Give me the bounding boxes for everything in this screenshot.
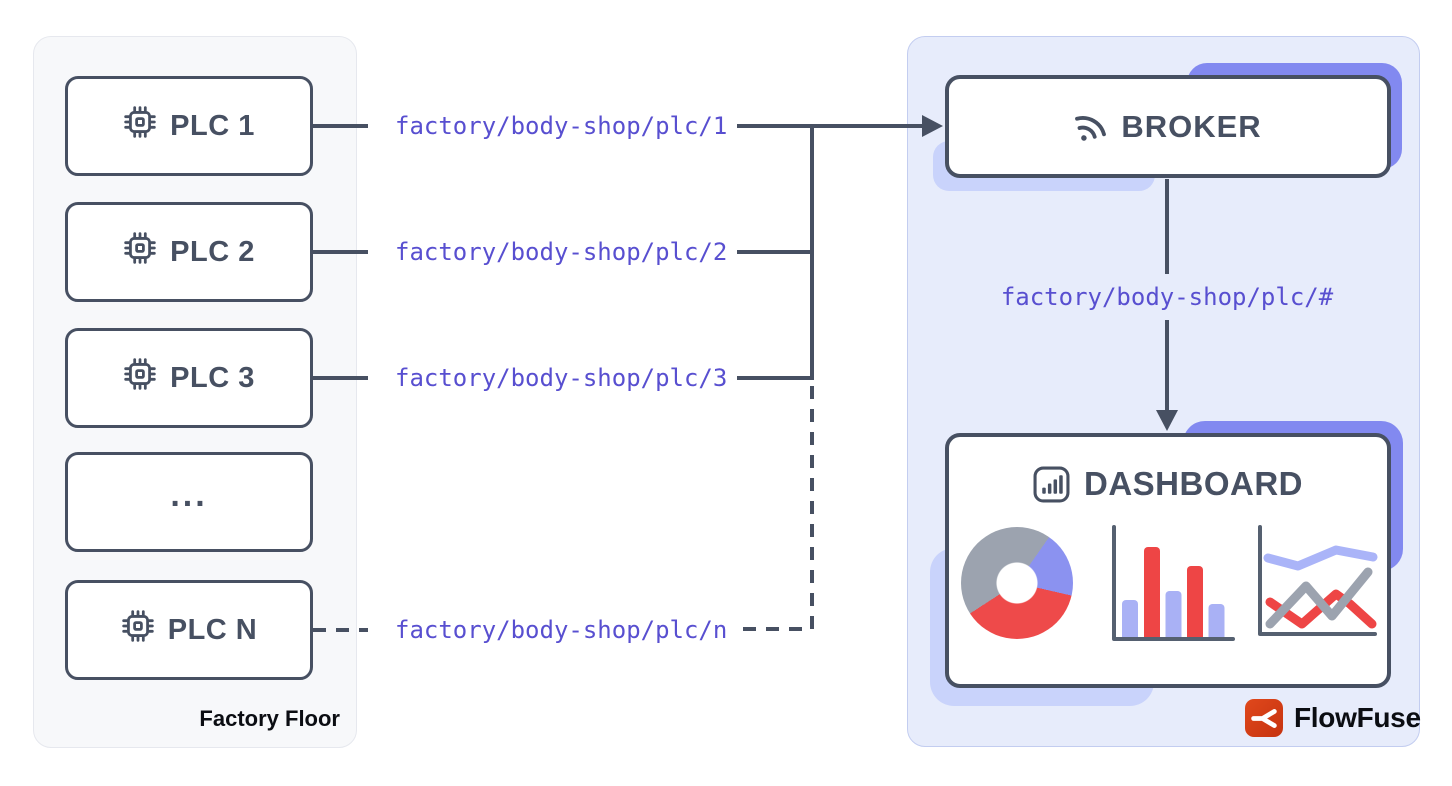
cpu-icon	[123, 105, 157, 147]
dashboard-header: DASHBOARD	[949, 465, 1387, 503]
bar-chart	[1112, 525, 1235, 641]
rss-icon	[1071, 106, 1111, 146]
plc-node-label: PLC 2	[170, 235, 255, 268]
donut-chart	[961, 527, 1073, 639]
topic-label-plc2: factory/body-shop/plc/2	[395, 238, 728, 266]
plc-node-label: PLC 3	[170, 361, 255, 394]
plc-node-label: PLC N	[167, 613, 258, 646]
brand-name: FlowFuse	[1294, 702, 1421, 733]
topic-label-wildcard: factory/body-shop/plc/#	[1000, 283, 1334, 311]
plc-node-2: PLC 2	[65, 202, 313, 302]
plc-node-1: PLC 1	[65, 76, 313, 176]
topic-label-plc3: factory/body-shop/plc/3	[395, 364, 728, 392]
factory-floor-label: Factory Floor	[199, 706, 340, 731]
ellipsis-label: ...	[170, 475, 208, 514]
topic-label-plc1: factory/body-shop/plc/1	[395, 112, 728, 140]
broker-label: BROKER	[1121, 108, 1262, 144]
flowfuse-icon	[1245, 699, 1283, 737]
cpu-icon	[123, 357, 157, 399]
bar-chart-icon	[1033, 466, 1070, 503]
plc-node-3: PLC 3	[65, 328, 313, 428]
flowfuse-logo: FlowFuse	[1245, 699, 1421, 737]
plc-node-n: PLC N	[65, 580, 313, 680]
plc-node-label: PLC 1	[170, 109, 255, 142]
dashboard-label: DASHBOARD	[1084, 465, 1303, 502]
cpu-icon	[121, 609, 155, 651]
dashboard-node: DASHBOARD	[945, 433, 1391, 688]
broker-node: BROKER	[945, 75, 1391, 178]
topic-label-plcn: factory/body-shop/plc/n	[395, 616, 728, 644]
plc-node-ellipsis: ...	[65, 452, 313, 552]
cpu-icon	[123, 231, 157, 273]
line-chart	[1258, 525, 1378, 636]
